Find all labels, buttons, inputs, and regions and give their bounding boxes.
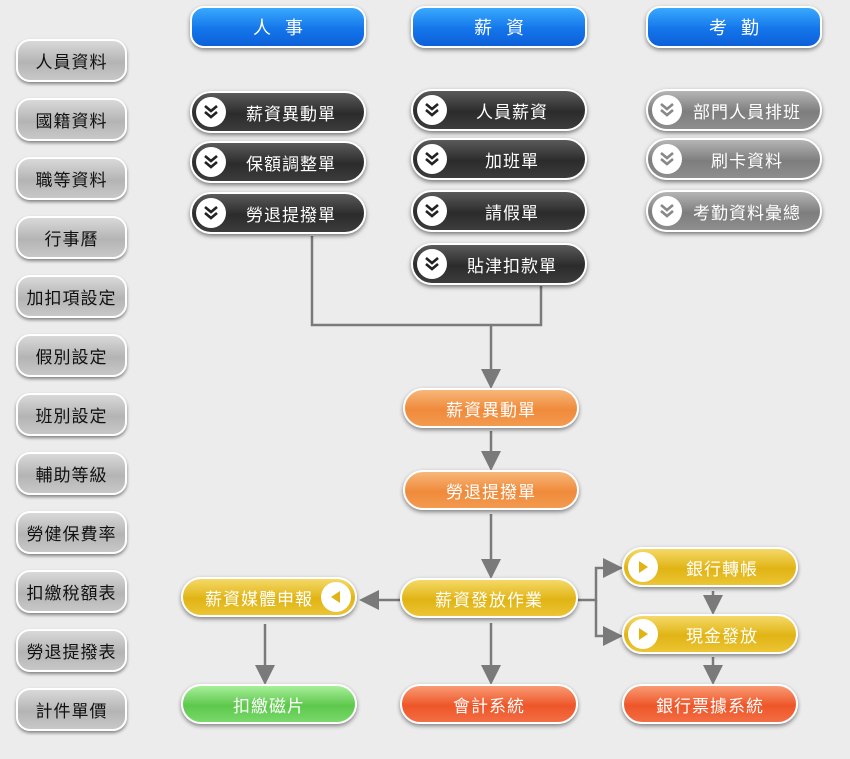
sidebar-item-calendar[interactable]: 行事曆 — [16, 216, 127, 259]
node-label: 薪資媒體申報 — [205, 589, 313, 610]
flow-bank-bill-system[interactable]: 銀行票據系統 — [622, 684, 798, 724]
sidebar-item-tax-table[interactable]: 扣繳稅額表 — [16, 570, 127, 613]
menu-label: 保額調整單 — [246, 154, 336, 175]
header-attendance[interactable]: 考勤 — [646, 6, 822, 48]
sidebar-item-auxiliary-level[interactable]: 輔助等級 — [16, 452, 127, 495]
sidebar-item-label: 勞退提撥表 — [26, 643, 117, 663]
node-label: 勞退提撥單 — [446, 482, 536, 503]
sidebar-item-personnel-data[interactable]: 人員資料 — [16, 39, 127, 82]
menu-staff-salary[interactable]: 人員薪資 — [411, 89, 587, 131]
sidebar-item-label: 假別設定 — [35, 348, 108, 368]
menu-leave-form[interactable]: 請假單 — [411, 190, 587, 232]
menu-label: 加班單 — [485, 151, 539, 172]
sidebar-item-label: 輔助等級 — [35, 466, 108, 486]
node-label: 銀行票據系統 — [656, 696, 764, 717]
menu-label: 考勤資料彙總 — [693, 203, 801, 224]
node-label: 銀行轉帳 — [686, 559, 758, 580]
menu-attendance-summary[interactable]: 考勤資料彙總 — [646, 190, 822, 232]
sidebar-item-piece-rate[interactable]: 計件單價 — [16, 688, 127, 731]
node-label: 扣繳磁片 — [233, 696, 305, 717]
menu-label: 貼津扣款單 — [467, 256, 557, 277]
sidebar-item-insurance-rate[interactable]: 勞健保費率 — [16, 511, 127, 554]
menu-card-swipe-data[interactable]: 刷卡資料 — [646, 138, 822, 180]
play-icon — [628, 619, 658, 649]
sidebar-item-shift-settings[interactable]: 班別設定 — [16, 393, 127, 436]
back-arrow-icon — [321, 582, 351, 612]
sidebar-item-label: 加扣項設定 — [26, 289, 117, 309]
sidebar-item-label: 國籍資料 — [35, 112, 108, 132]
double-chevron-down-icon — [652, 196, 682, 226]
play-icon — [628, 552, 658, 582]
menu-overtime-form[interactable]: 加班單 — [411, 138, 587, 180]
flow-cash-payment[interactable]: 現金發放 — [622, 614, 798, 654]
flow-pension[interactable]: 勞退提撥單 — [403, 470, 579, 510]
double-chevron-down-icon — [417, 196, 447, 226]
node-label: 會計系統 — [453, 696, 525, 717]
double-chevron-down-icon — [652, 144, 682, 174]
node-label: 薪資發放作業 — [435, 590, 543, 611]
menu-label: 請假單 — [485, 203, 539, 224]
header-label: 薪資 — [474, 18, 538, 39]
menu-allowance-deduction-form[interactable]: 貼津扣款單 — [411, 243, 587, 285]
flow-salary-change[interactable]: 薪資異動單 — [403, 388, 579, 428]
sidebar-item-label: 勞健保費率 — [26, 525, 117, 545]
sidebar-item-label: 人員資料 — [35, 53, 108, 73]
double-chevron-down-icon — [196, 198, 226, 228]
node-label: 薪資異動單 — [446, 400, 536, 421]
menu-label: 部門人員排班 — [693, 102, 801, 123]
flow-media-report[interactable]: 薪資媒體申報 — [181, 577, 357, 617]
double-chevron-down-icon — [196, 147, 226, 177]
menu-label: 勞退提撥單 — [246, 205, 336, 226]
flow-payroll[interactable]: 薪資發放作業 — [400, 578, 578, 618]
node-label: 現金發放 — [686, 626, 758, 647]
double-chevron-down-icon — [417, 95, 447, 125]
double-chevron-down-icon — [196, 97, 226, 127]
sidebar-item-label: 扣繳稅額表 — [26, 584, 117, 604]
menu-label: 刷卡資料 — [711, 151, 783, 172]
menu-label: 薪資異動單 — [246, 104, 336, 125]
sidebar-item-grade-data[interactable]: 職等資料 — [16, 157, 127, 200]
menu-insurance-adjustment-form[interactable]: 保額調整單 — [190, 141, 366, 183]
sidebar-item-leave-settings[interactable]: 假別設定 — [16, 334, 127, 377]
sidebar-item-label: 職等資料 — [35, 171, 108, 191]
flow-accounting-system[interactable]: 會計系統 — [400, 684, 578, 724]
menu-department-scheduling[interactable]: 部門人員排班 — [646, 89, 822, 131]
sidebar-item-nationality-data[interactable]: 國籍資料 — [16, 98, 127, 141]
header-salary[interactable]: 薪資 — [411, 6, 587, 48]
sidebar-item-deduction-settings[interactable]: 加扣項設定 — [16, 275, 127, 318]
sidebar-item-label: 班別設定 — [35, 407, 108, 427]
sidebar-item-label: 計件單價 — [35, 702, 108, 722]
header-label: 考勤 — [709, 18, 773, 39]
menu-salary-change-form[interactable]: 薪資異動單 — [190, 91, 366, 133]
flow-withholding-disk[interactable]: 扣繳磁片 — [181, 684, 357, 724]
double-chevron-down-icon — [652, 95, 682, 125]
header-label: 人事 — [253, 18, 317, 39]
menu-pension-form[interactable]: 勞退提撥單 — [190, 192, 366, 234]
menu-label: 人員薪資 — [476, 102, 548, 123]
header-personnel[interactable]: 人事 — [190, 6, 366, 48]
flow-bank-transfer[interactable]: 銀行轉帳 — [622, 547, 798, 587]
double-chevron-down-icon — [417, 249, 447, 279]
sidebar-item-pension-table[interactable]: 勞退提撥表 — [16, 629, 127, 672]
double-chevron-down-icon — [417, 144, 447, 174]
sidebar-item-label: 行事曆 — [44, 230, 99, 250]
